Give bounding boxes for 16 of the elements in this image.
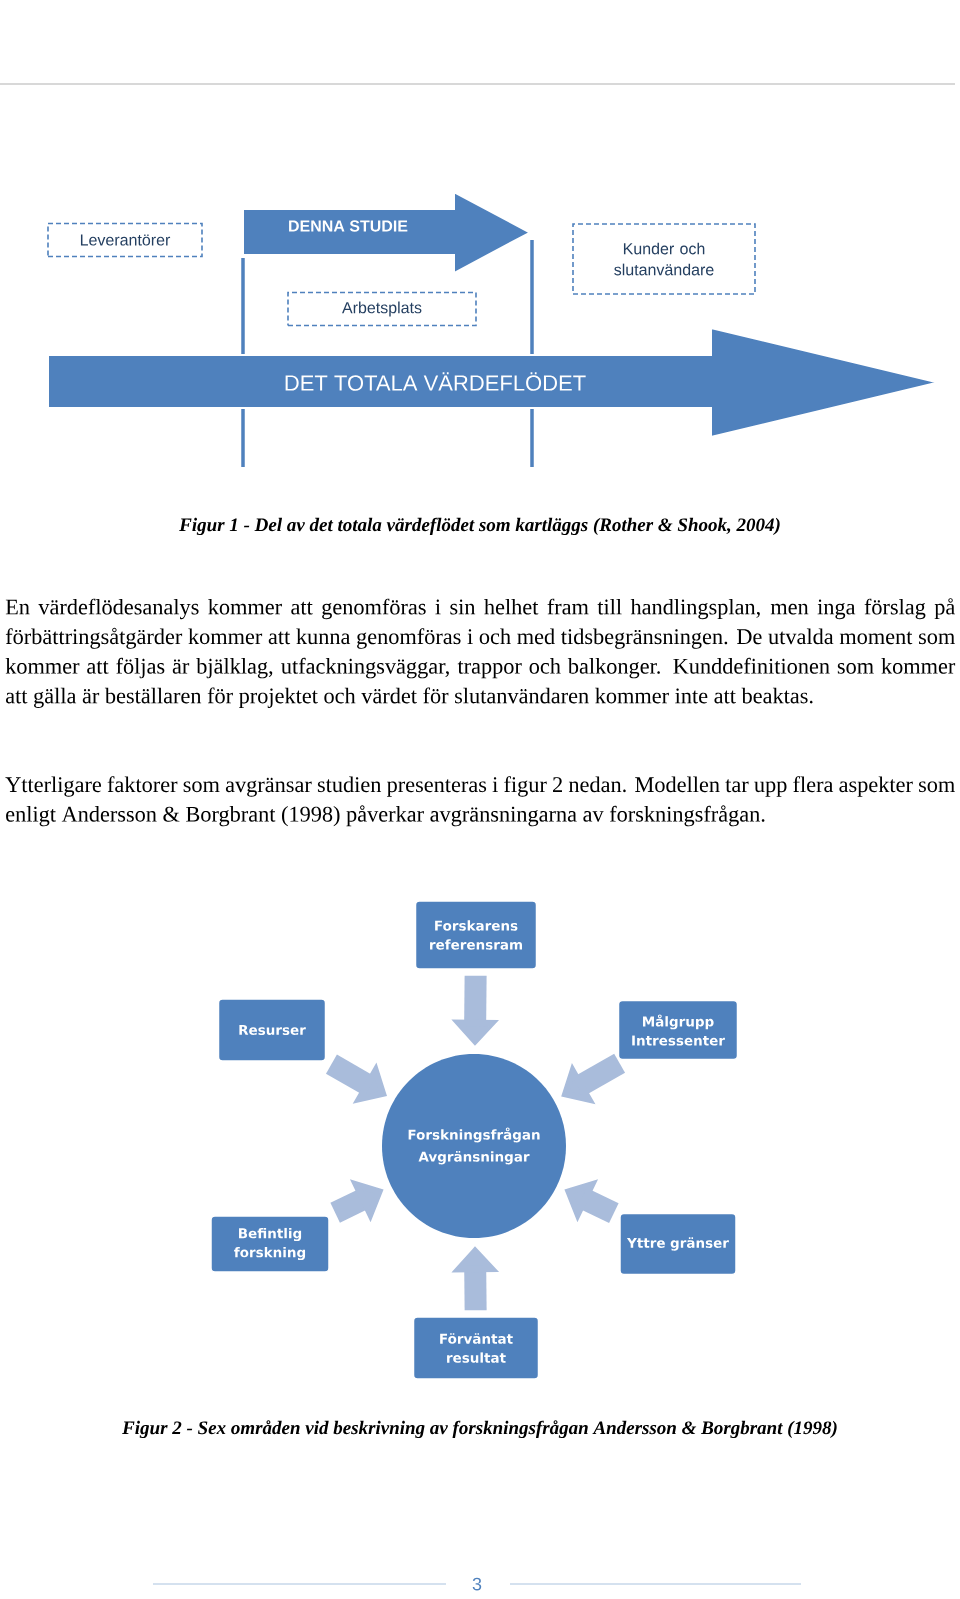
dashed-box: Arbetsplats: [287, 291, 477, 327]
topic-box: Målgrupp Intressenter: [617, 999, 739, 1061]
figure-caption: Figur 2 - Sex områden vid beskrivning av forskningsfrågan Andersson & Borgbrant (1998): [122, 1420, 837, 1439]
page-number: 3: [472, 1577, 482, 1591]
paragraph: En värdeflödesanalys kommer att genomföras i sin helhet fram till handlingsplan, men inga förslag på förbättringsåtgärder kommer att kunna genomföras i och med tidsbegränsningen. De utvalda moment som kommer att följas är bjälklag, utfackningsväggar, trappor och balkonger. Kunddefinitionen som kommer att gälla är beställaren för projektet och värdet för slutanvändaren kommer inte att beaktas.: [5, 598, 956, 708]
topic-box: Yttre gränser: [619, 1212, 737, 1276]
topic-box: Förväntat resultat: [412, 1316, 540, 1380]
topic-box: Befintlig forskning: [210, 1215, 330, 1273]
paragraph: Ytterligare faktorer som avgränsar studien presenteras i figur 2 nedan. Modellen tar upp flera aspekter som enligt Andersson & Borgbrant (1998) påverkar avgränsningarna av forskningsfrågan.: [5, 776, 955, 827]
pointed-banner: DENNA STUDIE: [242, 190, 533, 275]
pointed-banner: DET TOTALA VÄRDEFLÖDET: [47, 326, 943, 439]
figure-caption: Figur 1 - Del av det totala värdeflödet som kartläggs (Rother & Shook, 2004): [179, 517, 780, 536]
topic-box: Resurser: [217, 998, 327, 1062]
topic-box: Forskarens referensram: [414, 900, 538, 970]
dashed-box: Leverantörer: [47, 222, 203, 258]
dashed-box: Kunder och slutanvändare: [572, 223, 756, 295]
